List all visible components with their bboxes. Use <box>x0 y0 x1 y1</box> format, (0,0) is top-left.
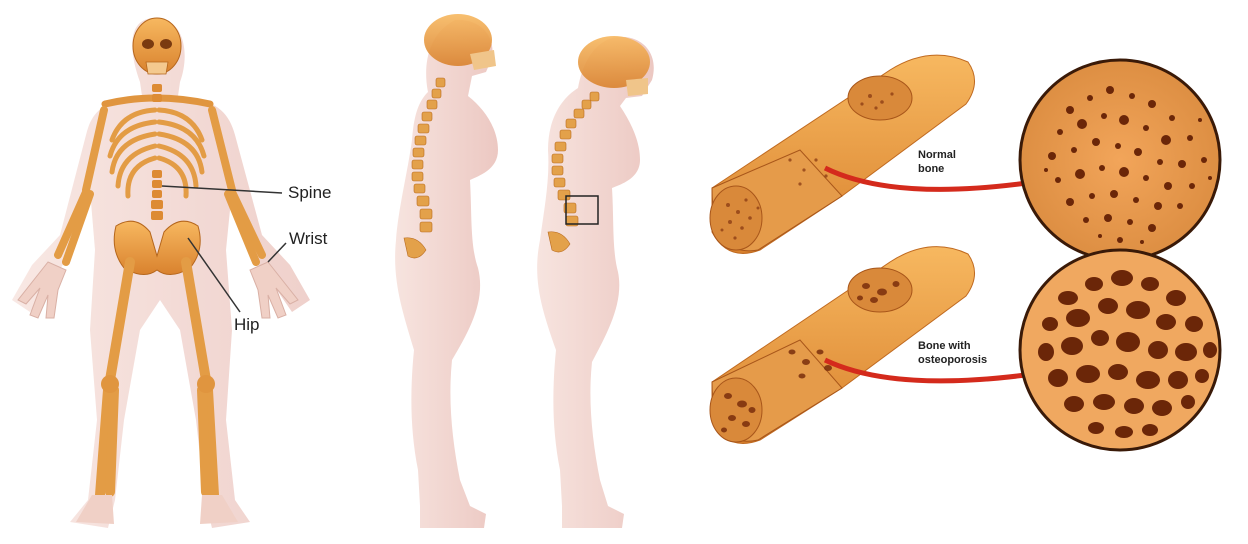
normal-bone-magnified <box>1020 60 1220 260</box>
normal-bone-panel: Normal bone <box>710 55 1220 260</box>
osteo-label-line2: osteoporosis <box>918 354 987 366</box>
profile-osteoporosis <box>537 36 654 528</box>
profile-healthy <box>395 14 498 528</box>
normal-label-line2: bone <box>918 163 944 175</box>
spine-label: Spine <box>288 183 331 202</box>
normal-bone-cut-top <box>848 76 912 120</box>
osteoporosis-bone-panel: Bone with osteoporosis <box>710 247 1220 450</box>
body-profile <box>395 20 498 528</box>
osteo-label-line1: Bone with <box>918 340 971 352</box>
hip-label: Hip <box>234 315 260 334</box>
wrist-label: Wrist <box>289 229 328 248</box>
normal-label-line1: Normal <box>918 149 956 161</box>
body-profile-hunched <box>537 37 654 528</box>
skeleton-figure <box>12 18 310 528</box>
